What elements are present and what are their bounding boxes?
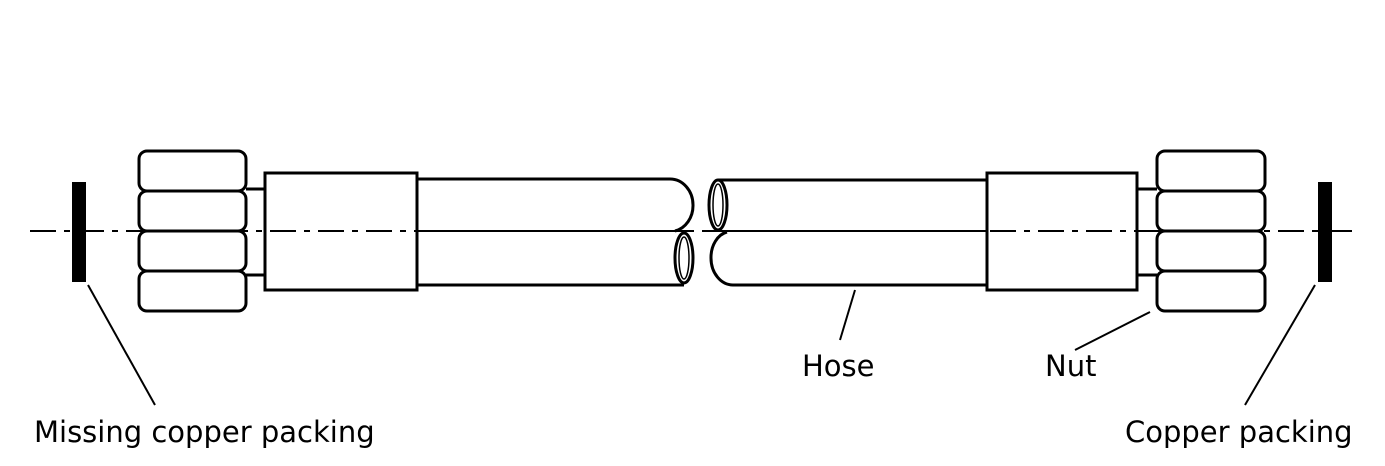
right-ferrule — [985, 171, 1139, 292]
label-copper-packing: Copper packing — [1125, 415, 1353, 449]
label-nut: Nut — [1045, 349, 1097, 383]
right-nut — [1155, 149, 1267, 313]
left-neck — [246, 187, 265, 277]
leader-lines — [87, 284, 1316, 406]
copper-packing — [1318, 182, 1332, 282]
label-hose: Hose — [802, 349, 875, 383]
missing-copper-packing — [72, 182, 86, 282]
label-missing-copper-packing: Missing copper packing — [34, 415, 375, 449]
right-neck — [1137, 187, 1157, 277]
left-hose — [417, 177, 695, 287]
left-nut — [137, 149, 248, 313]
right-hose — [706, 178, 987, 287]
